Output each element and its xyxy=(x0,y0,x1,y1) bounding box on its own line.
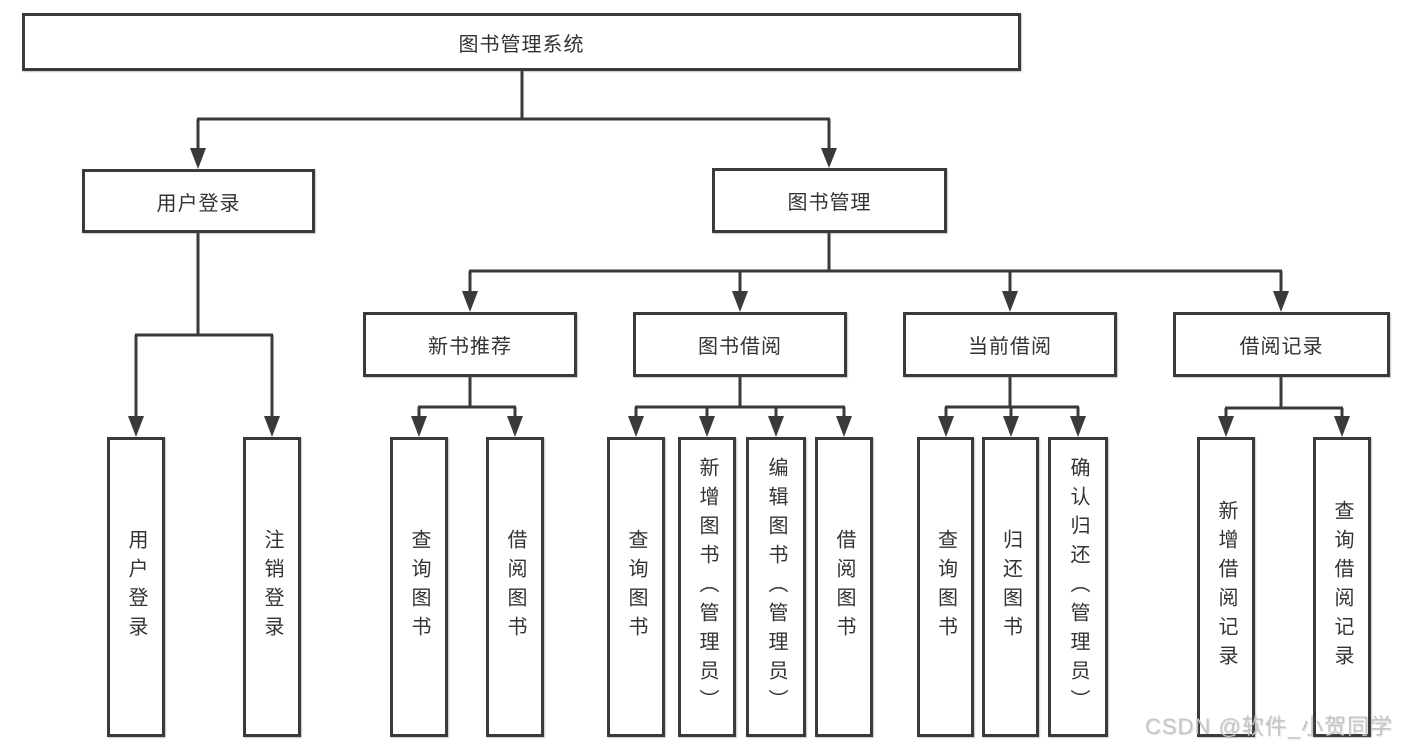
leaf-query-books-current-label: 查询图书 xyxy=(934,529,957,645)
node-current-borrow: 当前借阅 xyxy=(903,312,1117,377)
arrow-leaf-logout xyxy=(264,416,280,437)
node-library-system-label: 图书管理系统 xyxy=(458,33,585,56)
leaf-add-borrow-record-label: 新增借阅记录 xyxy=(1215,500,1237,674)
arrow-new-book xyxy=(462,291,478,312)
arrow-leaf-user-login xyxy=(128,416,144,437)
leaf-user-login: 用户登录 xyxy=(107,437,165,737)
node-user-login: 用户登录 xyxy=(82,169,315,233)
leaf-query-books-recommend-label: 查询图书 xyxy=(408,529,430,645)
leaf-query-books-recommend: 查询图书 xyxy=(390,437,448,737)
leaf-query-books-current: 查询图书 xyxy=(917,437,974,737)
node-book-management-label: 图书管理 xyxy=(787,192,872,214)
leaf-return-books: 归还图书 xyxy=(982,437,1039,737)
node-user-login-label: 用户登录 xyxy=(156,192,241,215)
node-new-book-recommend: 新书推荐 xyxy=(363,312,577,377)
leaf-add-books-admin: 新增图书（管理员） xyxy=(678,437,736,737)
leaf-confirm-return-admin: 确认归还（管理员） xyxy=(1048,437,1108,737)
arrow-book-borrow xyxy=(732,291,748,312)
csdn-watermark: CSDN @软件_小贺同学 xyxy=(1144,714,1393,739)
leaf-add-borrow-record: 新增借阅记录 xyxy=(1197,437,1255,737)
leaf-edit-books-admin-label: 编辑图书（管理员） xyxy=(765,456,787,718)
node-book-borrow-label: 图书借阅 xyxy=(698,336,782,358)
leaf-add-books-admin-label: 新增图书（管理员） xyxy=(696,456,718,718)
arrow-br-leaf2 xyxy=(1334,416,1350,437)
leaf-query-borrow-record-label: 查询借阅记录 xyxy=(1331,500,1353,674)
leaf-edit-books-admin: 编辑图书（管理员） xyxy=(746,437,806,737)
leaf-borrow-books-recommend-label: 借阅图书 xyxy=(504,529,526,645)
node-book-borrow: 图书借阅 xyxy=(633,312,847,377)
leaf-borrow-books-recommend: 借阅图书 xyxy=(486,437,544,737)
arrow-cb-leaf1 xyxy=(938,416,954,437)
arrow-book-mgmt xyxy=(821,148,837,168)
node-book-management: 图书管理 xyxy=(712,168,947,233)
arrow-bb-leaf3 xyxy=(768,416,784,437)
leaf-logout: 注销登录 xyxy=(243,437,301,737)
node-library-system: 图书管理系统 xyxy=(22,13,1021,71)
leaf-return-books-label: 归还图书 xyxy=(999,529,1022,645)
arrow-nb-leaf1 xyxy=(411,416,427,437)
node-borrow-records-label: 借阅记录 xyxy=(1239,336,1324,358)
arrow-cb-leaf2 xyxy=(1003,416,1019,437)
arrow-bb-leaf4 xyxy=(836,416,852,437)
arrow-borrow-records xyxy=(1273,291,1289,312)
arrow-br-leaf1 xyxy=(1218,416,1234,437)
leaf-query-books-borrow-label: 查询图书 xyxy=(625,529,647,645)
arrow-bb-leaf1 xyxy=(628,416,644,437)
arrow-user-login xyxy=(190,148,206,169)
leaf-query-books-borrow: 查询图书 xyxy=(607,437,665,737)
node-current-borrow-label: 当前借阅 xyxy=(968,336,1052,358)
leaf-query-borrow-record: 查询借阅记录 xyxy=(1313,437,1371,737)
leaf-borrow-books-label: 借阅图书 xyxy=(833,529,855,645)
node-new-book-recommend-label: 新书推荐 xyxy=(428,336,512,358)
arrow-cb-leaf3 xyxy=(1070,416,1086,437)
node-borrow-records: 借阅记录 xyxy=(1173,312,1390,377)
arrow-bb-leaf2 xyxy=(699,416,715,437)
arrow-current-borrow xyxy=(1002,291,1018,312)
arrow-nb-leaf2 xyxy=(507,416,523,437)
leaf-logout-label: 注销登录 xyxy=(261,529,283,645)
leaf-borrow-books: 借阅图书 xyxy=(815,437,873,737)
leaf-user-login-label: 用户登录 xyxy=(125,529,147,645)
leaf-confirm-return-admin-label: 确认归还（管理员） xyxy=(1067,456,1089,718)
